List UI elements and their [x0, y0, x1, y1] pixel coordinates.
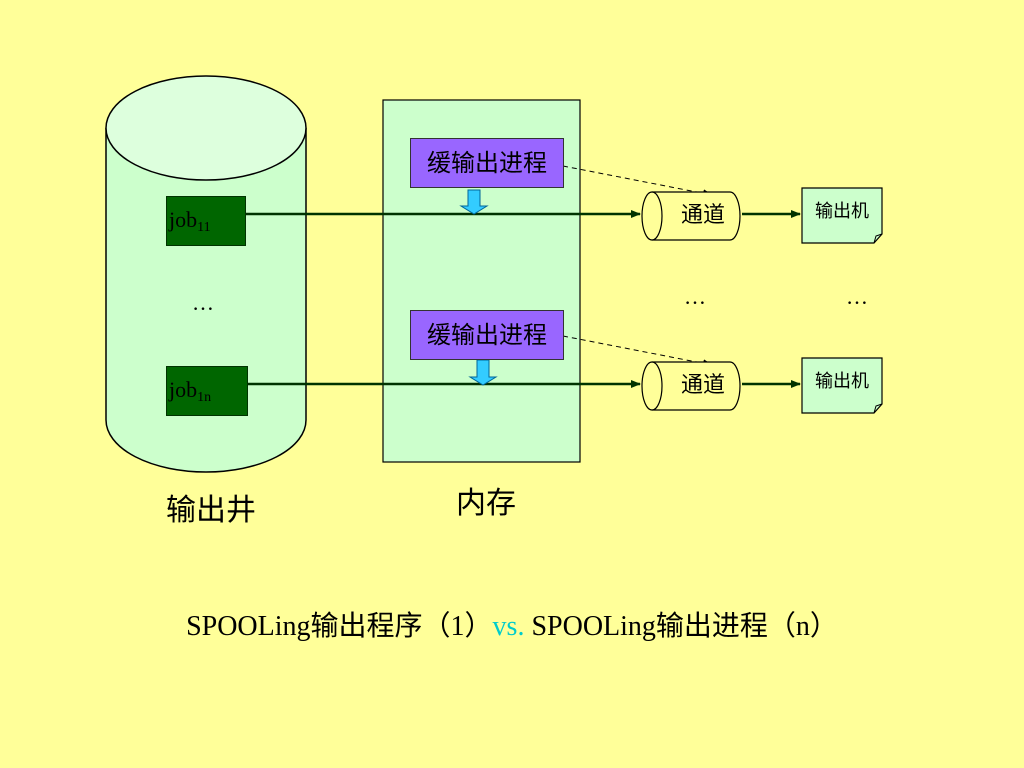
channel-bottom-shape	[641, 361, 741, 411]
printer-top: 输出机	[815, 201, 869, 222]
caption-vs: vs.	[492, 611, 525, 642]
process-top-dashed-arrow	[562, 165, 713, 198]
caption-part2: SPOOLing输出进程（n）	[524, 611, 838, 642]
printer-bottom: 输出机	[815, 371, 869, 392]
channel-bottom: 通道	[680, 373, 725, 398]
memory-label: 内存	[456, 486, 516, 521]
printer-top-shape	[801, 187, 883, 244]
channel-dots: …	[684, 284, 706, 309]
spool-dots: …	[192, 290, 214, 315]
channel-top: 通道	[680, 203, 725, 228]
caption-part1: SPOOLing输出程序（1）	[186, 611, 493, 642]
job-bottom: job1n	[166, 366, 248, 416]
printer-bottom-shape	[801, 357, 883, 414]
process-bottom: 缓输出进程	[410, 310, 564, 360]
process-top: 缓输出进程	[410, 138, 564, 188]
process-top-down-arrow	[459, 189, 489, 215]
process-bottom-dashed-arrow	[562, 335, 713, 368]
spool-label: 输出井	[166, 493, 256, 528]
channel-top-shape	[641, 191, 741, 241]
job-top: job11	[166, 196, 246, 246]
caption: SPOOLing输出程序（1）vs. SPOOLing输出进程（n）	[0, 604, 1024, 644]
printer-dots: …	[846, 284, 868, 309]
process-bottom-down-arrow	[468, 359, 498, 386]
